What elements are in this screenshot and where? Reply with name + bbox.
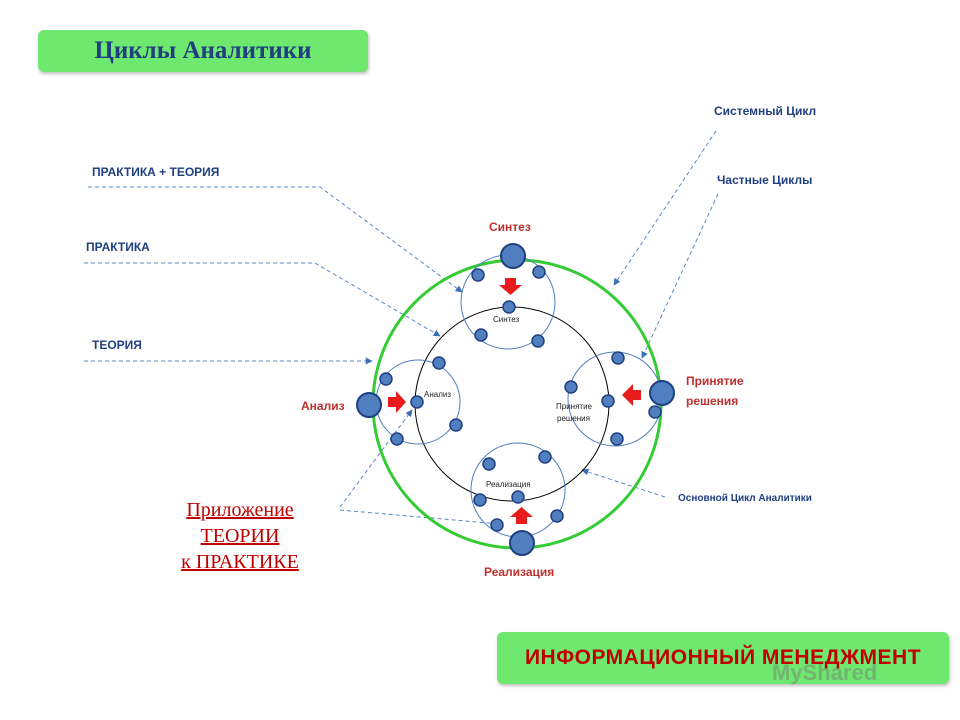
node-large-analysis	[356, 392, 382, 418]
node	[550, 509, 564, 523]
node-large-decision	[649, 380, 675, 406]
inner-decision-line2: решения	[557, 414, 590, 423]
node	[471, 268, 485, 282]
title-box: Циклы Аналитики	[38, 30, 368, 72]
node	[648, 405, 662, 419]
node	[601, 394, 615, 408]
pointer-application-up	[339, 409, 413, 508]
pointer-practice-theory	[88, 186, 463, 293]
footer-box: ИНФОРМАЦИОННЫЙ МЕНЕДЖМЕНТ	[497, 632, 949, 684]
application-line1: Приложение	[186, 499, 294, 521]
arrow-analysis	[388, 391, 406, 413]
application-line3: к ПРАКТИКЕ	[181, 551, 299, 573]
node	[564, 380, 578, 394]
inner-decision-line1: Принятие	[556, 402, 593, 411]
arrow-realization	[510, 507, 533, 524]
label-theory: ТЕОРИЯ	[92, 338, 142, 352]
node	[511, 490, 525, 504]
node	[482, 457, 496, 471]
application-label: Приложение ТЕОРИИ к ПРАКТИКЕ	[150, 497, 330, 575]
application-line2: ТЕОРИИ	[200, 525, 280, 547]
node	[531, 334, 545, 348]
node	[538, 450, 552, 464]
phase-realization: Реализация	[484, 565, 554, 579]
label-practice-theory: ПРАКТИКА + ТЕОРИЯ	[92, 165, 219, 179]
arrow-synthesis	[499, 278, 522, 295]
node	[432, 356, 446, 370]
node	[449, 418, 463, 432]
pointer-practice	[84, 262, 441, 337]
footer-title: ИНФОРМАЦИОННЫЙ МЕНЕДЖМЕНТ	[524, 646, 922, 669]
pointer-system-cycle	[613, 130, 717, 286]
inner-realization: Реализация	[486, 480, 531, 489]
pointer-main-cycle	[581, 468, 666, 498]
node	[502, 300, 516, 314]
node	[410, 395, 424, 409]
node	[611, 351, 625, 365]
node	[390, 432, 404, 446]
inner-analysis: Анализ	[424, 390, 451, 399]
phase-decision-line2: решения	[686, 394, 738, 408]
pointer-private-cycles	[641, 193, 719, 359]
pointer-application-right	[339, 509, 501, 527]
node	[473, 493, 487, 507]
inner-synthesis: Синтез	[493, 315, 520, 324]
label-main-cycle: Основной Цикл Аналитики	[678, 493, 812, 504]
node	[532, 265, 546, 279]
label-system-cycle: Системный Цикл	[714, 104, 816, 118]
node	[610, 432, 624, 446]
node-large-realization	[509, 530, 535, 556]
arrow-decision	[622, 384, 641, 406]
private-cycle-decision	[567, 351, 663, 447]
phase-synthesis: Синтез	[489, 220, 531, 234]
phase-decision-line1: Принятие	[686, 374, 744, 388]
phase-analysis: Анализ	[301, 399, 345, 413]
node	[379, 372, 393, 386]
label-private-cycles: Частные Циклы	[717, 173, 812, 187]
node	[490, 518, 504, 532]
watermark: MyShared	[772, 660, 878, 685]
label-practice: ПРАКТИКА	[86, 240, 150, 254]
page-title: Циклы Аналитики	[94, 37, 312, 64]
node	[474, 328, 488, 342]
node-large-synthesis	[500, 243, 526, 269]
